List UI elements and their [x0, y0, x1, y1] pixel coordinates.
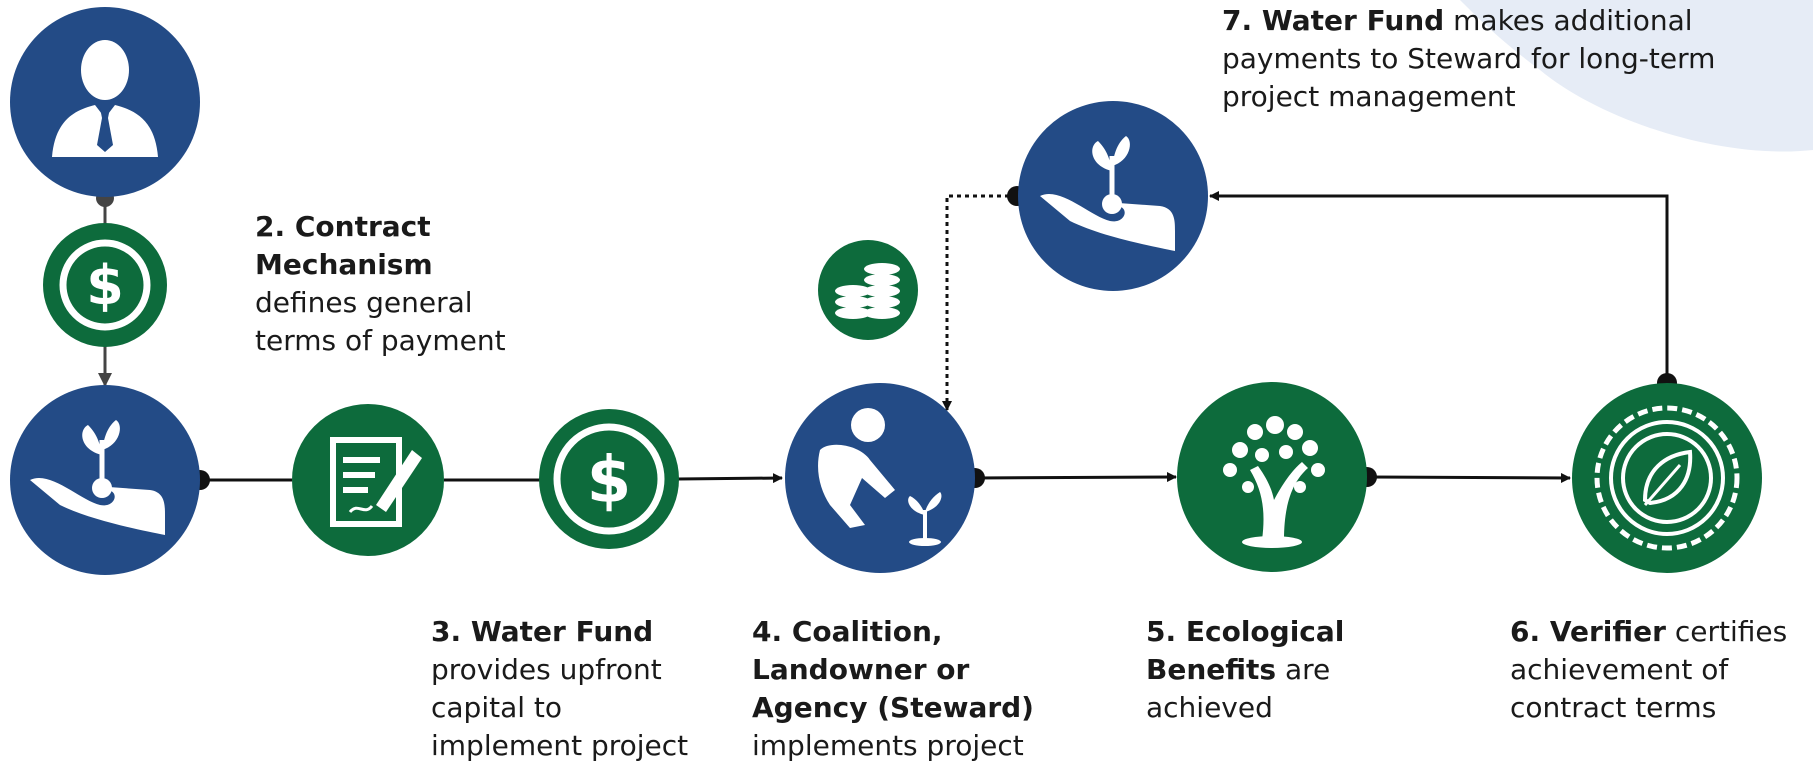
hand-with-plant-icon [10, 385, 200, 575]
step5-label: 5. Ecological Benefits are achieved [1146, 613, 1356, 727]
investor-icon [10, 7, 200, 197]
connector-verifier-to-longterm [1209, 191, 1669, 383]
step4-description: implements project [752, 729, 1024, 762]
svg-text:$: $ [587, 444, 632, 518]
coin-stack-icon [818, 240, 918, 340]
step7-title: 7. Water Fund [1222, 4, 1445, 37]
dollar-coin-icon: $ [43, 223, 167, 347]
step2-title: 2. Contract Mechanism [255, 210, 433, 281]
hand-with-plant-icon [1018, 101, 1208, 291]
step2-label: 2. Contract Mechanism defines general te… [255, 208, 545, 360]
leaf-seal-icon [1572, 383, 1762, 573]
connectors [98, 191, 1669, 484]
connector-steward-to-ecology [974, 472, 1177, 483]
step6-label: 6. Verifier certifies achievement of con… [1510, 613, 1800, 727]
step4-title: 4. Coalition, Landowner or Agency (Stewa… [752, 615, 1034, 724]
connector-longterm-to-steward [942, 194, 1017, 411]
step7-label: 7. Water Fund makes additional payments … [1222, 2, 1782, 116]
step5-title: 5. Ecological Benefits [1146, 615, 1345, 686]
dollar-coin-icon: $ [539, 409, 679, 549]
step3-description: provides upfront capital to implement pr… [431, 653, 689, 762]
person-planting-icon [785, 383, 975, 573]
step6-title: 6. Verifier [1510, 615, 1666, 648]
step7-description: makes additional payments to Steward for… [1222, 4, 1716, 113]
svg-text:$: $ [86, 254, 124, 317]
tree-icon [1177, 382, 1367, 572]
step6-description: certifies achievement of contract terms [1510, 615, 1788, 724]
step3-title: 3. Water Fund [431, 615, 654, 648]
contract-pen-icon [292, 404, 444, 556]
connector-ecology-to-verifier [1366, 472, 1571, 483]
step4-label: 4. Coalition, Landowner or Agency (Stewa… [752, 613, 1052, 765]
step3-label: 3. Water Fund provides upfront capital t… [431, 613, 716, 765]
connector-capital-to-steward [677, 473, 783, 484]
background-blob [1460, 0, 1813, 152]
step5-description: are achieved [1146, 653, 1331, 724]
step2-description: defines general terms of payment [255, 286, 506, 357]
